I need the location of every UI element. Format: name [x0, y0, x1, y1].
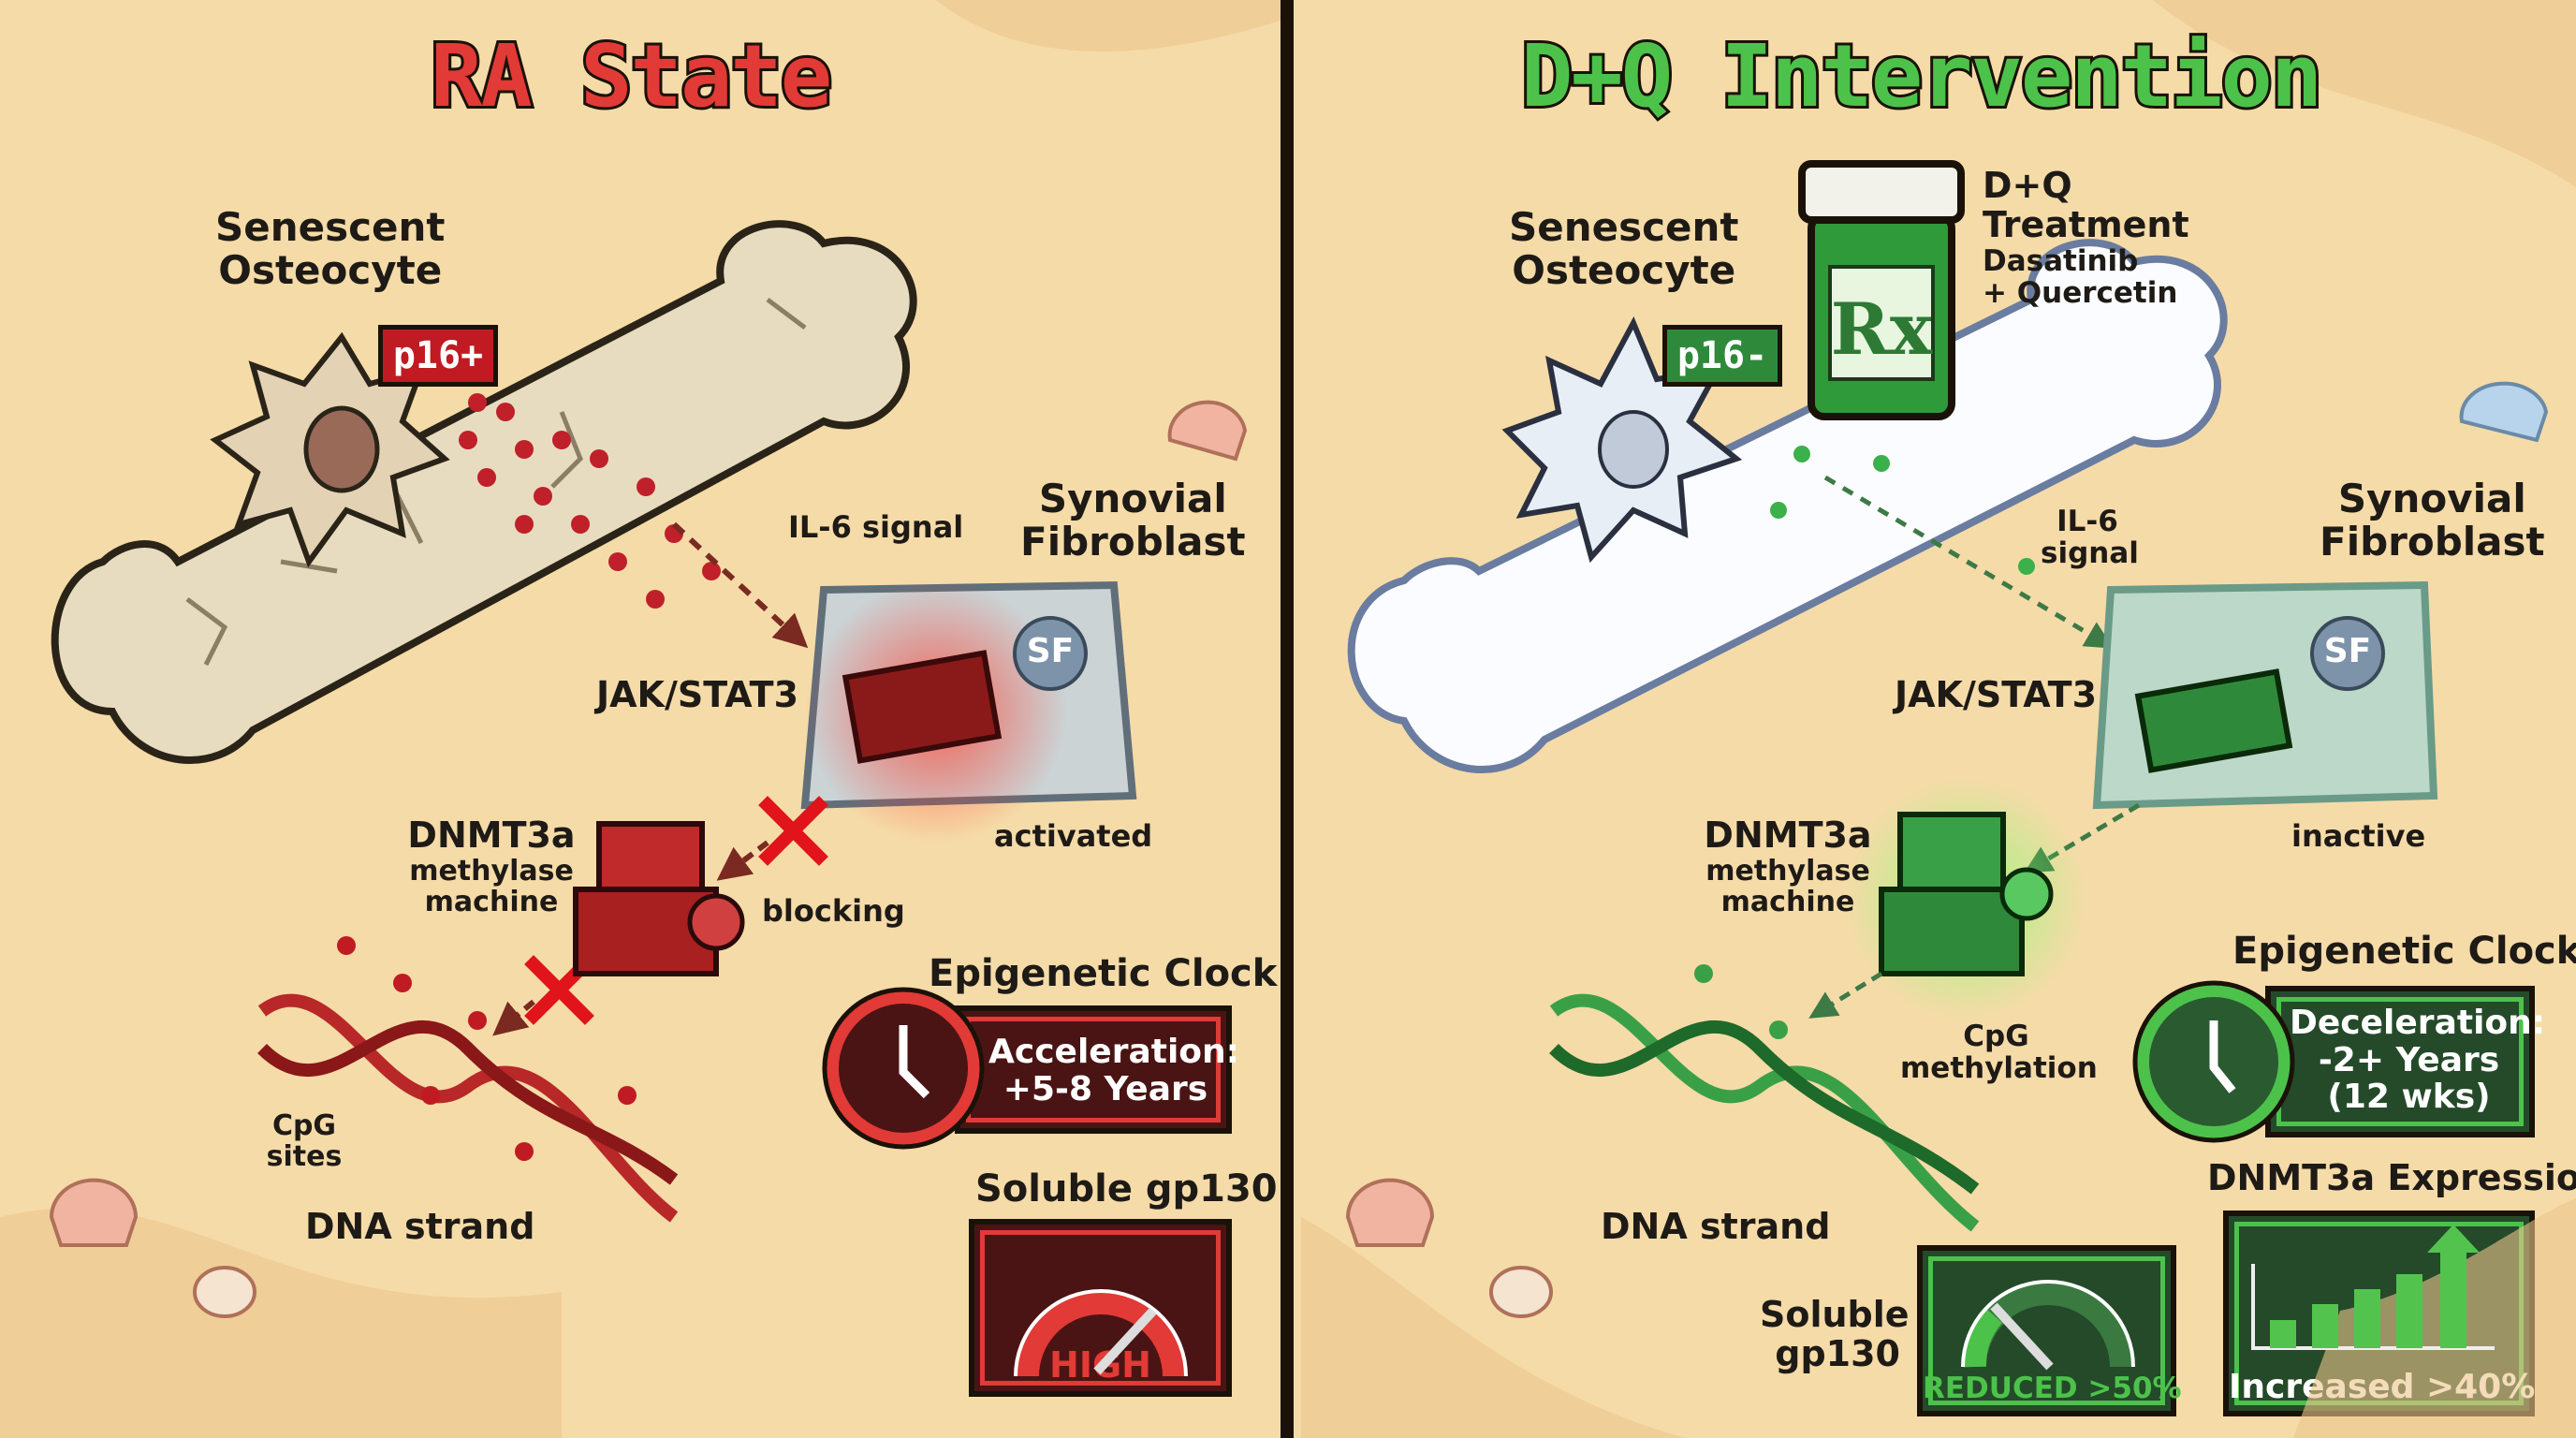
il6-arrow: [671, 521, 809, 649]
fibroblast-state-label: inactive: [2291, 818, 2426, 854]
reduced-signal-dots: [1770, 446, 2035, 575]
expression-title: DNMT3a Expression: [2207, 1157, 2576, 1198]
gp130-value: HIGH: [1049, 1344, 1151, 1386]
dnmt3a-machine-icon-red: [573, 821, 745, 976]
expression-value: Increased >40%: [2229, 1368, 2536, 1406]
dna-strand-label: DNA strand: [1601, 1206, 1831, 1247]
sf-badge: SF: [2323, 632, 2372, 670]
synovial-fibroblast-icon-activated: [800, 580, 1137, 843]
gp130-value: REDUCED >50%: [1923, 1372, 2182, 1405]
expression-panel: Increased >40%: [2223, 1211, 2535, 1416]
gp130-panel-high: HIGH: [969, 1219, 1232, 1397]
il6-signal-label: IL-6 signal: [788, 509, 964, 545]
blocking-arrow: [716, 840, 769, 881]
panel-divider: [1281, 0, 1294, 1438]
left-clock-title: Epigenetic Clock: [929, 952, 1278, 995]
fibroblast-state-label: activated: [994, 818, 1153, 854]
blocking-label: blocking: [762, 893, 905, 929]
left-title: RA State: [428, 23, 835, 129]
jak-stat3-label: JAK/STAT3: [1895, 674, 2098, 715]
p16-negative-badge: p16-: [1662, 325, 1782, 387]
rx-label: Rx: [1831, 287, 1933, 371]
dna-strand-label: DNA strand: [305, 1206, 535, 1247]
il6-signal-dots: [459, 393, 721, 609]
rx-pill-bottle-icon: Rx: [1798, 160, 1965, 420]
deceleration-panel: Deceleration:-2+ Years(12 wks): [2265, 986, 2545, 1137]
acceleration-panel: Acceleration:+5-8 Years: [955, 1005, 1239, 1134]
jak-stat3-label: JAK/STAT3: [596, 674, 799, 715]
sf-badge: SF: [1026, 632, 1075, 670]
gp130-panel-reduced: REDUCED >50%: [1917, 1245, 2182, 1416]
right-clock-title: Epigenetic Clock: [2232, 930, 2576, 973]
left-gp130-title: Soluble gp130: [975, 1167, 1278, 1211]
p16-positive-badge: p16+: [378, 325, 498, 387]
synovial-fibroblast-icon-inactive: [2092, 580, 2438, 810]
dnmt3a-machine-icon-green: [1844, 777, 2087, 1020]
blocking-arrow: [492, 999, 535, 1036]
right-title: D+Q Intervention: [1518, 23, 2325, 129]
